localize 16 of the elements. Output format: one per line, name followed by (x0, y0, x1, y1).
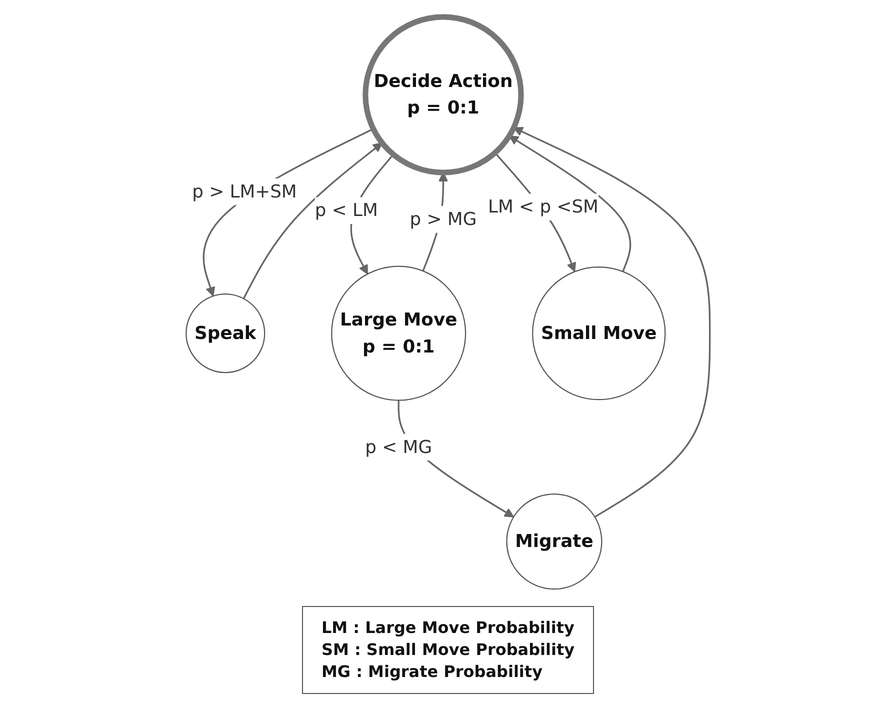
note-text: LM : Large Move Probability (321, 617, 575, 639)
edge-label: p > LM+SM (192, 180, 297, 202)
arrow (242, 142, 383, 299)
node-circle: Speak (186, 294, 266, 374)
node-circle: Migrate (506, 494, 602, 590)
edge-label: LM < p <SM (488, 196, 598, 218)
edge-label: p > MG (410, 208, 477, 230)
note-text: SM : Small Move Probability (321, 639, 575, 661)
note-text: MG : Migrate Probability (321, 661, 544, 683)
node-circle: Decide Action p = 0:1 (362, 14, 524, 176)
node-circle: Large Move p = 0:1 (331, 266, 466, 401)
edge-label: p < LM (314, 199, 378, 221)
arrow (513, 127, 711, 518)
node-circle: Small Move (532, 266, 666, 400)
arrow (508, 135, 632, 272)
edge-label: p < MG (365, 436, 432, 458)
